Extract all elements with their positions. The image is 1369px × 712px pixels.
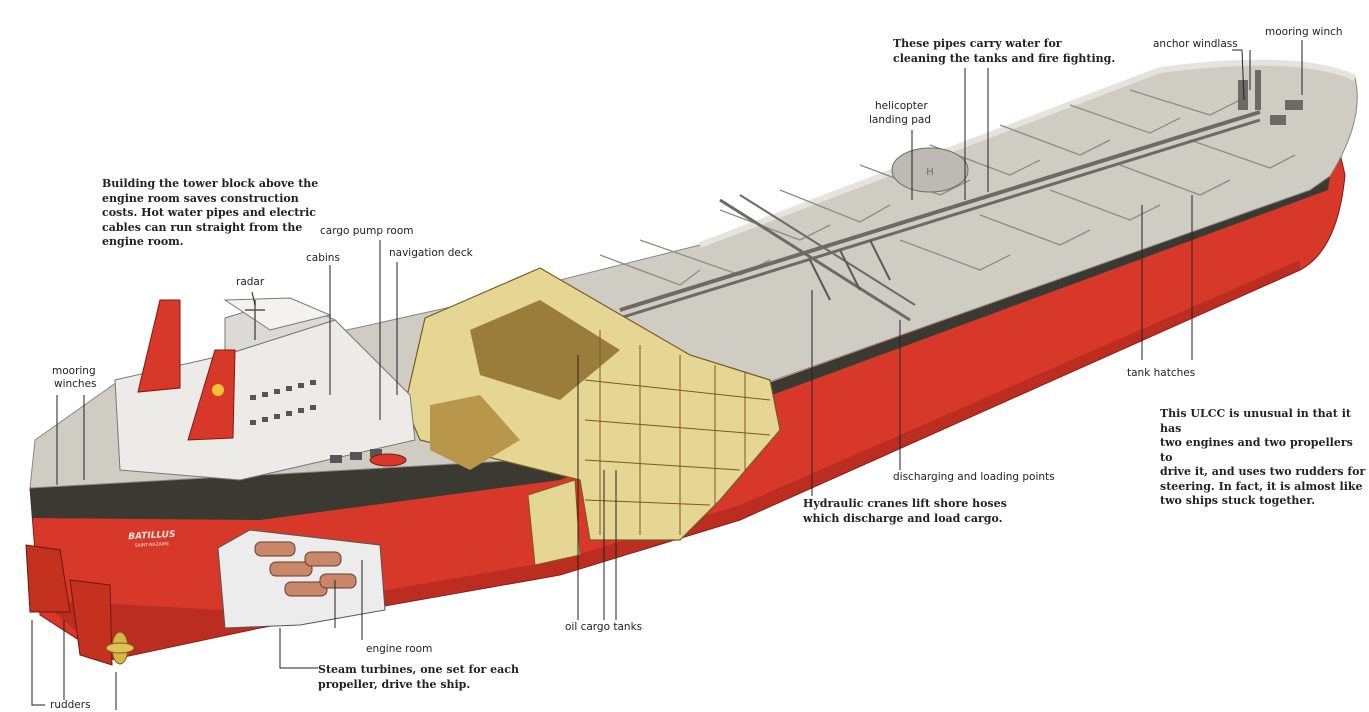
label-mooring-winch: mooring winch bbox=[1265, 26, 1343, 38]
funnel-emblem bbox=[212, 384, 224, 396]
hull-subtitle: SAINT-NAZAIRE bbox=[135, 541, 170, 549]
deck-edge bbox=[698, 59, 1357, 248]
label-cabins: cabins bbox=[306, 252, 340, 264]
label-engine-room: engine room bbox=[366, 643, 433, 655]
steam-turbines bbox=[254, 541, 357, 597]
hydraulic-crane bbox=[809, 239, 891, 301]
stern-rudder bbox=[25, 544, 71, 613]
deck-pipes bbox=[619, 110, 1261, 322]
lifeboat bbox=[369, 453, 407, 467]
hull-name: BATILLUS bbox=[128, 530, 176, 542]
helicopter-pad: H bbox=[891, 147, 969, 193]
hull-tank-window bbox=[527, 479, 581, 566]
stern-rudder-2 bbox=[69, 579, 113, 666]
label-rudders: rudders bbox=[50, 699, 91, 711]
label-oil-cargo-tanks: oil cargo tanks bbox=[565, 621, 643, 633]
cargo-tank-shadow-2 bbox=[430, 395, 520, 470]
hull-shadow bbox=[40, 260, 1300, 660]
funnel-1 bbox=[137, 299, 181, 393]
superstructure-windows bbox=[250, 380, 382, 463]
label-radar: radar bbox=[236, 276, 265, 288]
propeller bbox=[105, 631, 135, 665]
label-tank-hatches: tank hatches bbox=[1127, 367, 1196, 379]
deck-band bbox=[30, 176, 1330, 520]
label-mooring-winches-line2: winches bbox=[54, 378, 97, 390]
label-navigation-deck: navigation deck bbox=[389, 247, 473, 259]
label-cargo-pump-room: cargo pump room bbox=[320, 225, 414, 237]
label-discharging-loading: discharging and loading points bbox=[893, 471, 1055, 483]
label-helicopter-pad-line1: helicopter bbox=[875, 100, 928, 112]
label-mooring-winches-line1: mooring bbox=[52, 365, 96, 377]
radar-mast bbox=[245, 300, 265, 340]
bow-fittings bbox=[1238, 70, 1303, 125]
label-helicopter-pad-line2: landing pad bbox=[869, 114, 932, 126]
note-ulcc: This ULCC is unusual in that it has two … bbox=[1160, 407, 1366, 507]
cargo-tank-shadow bbox=[470, 300, 620, 400]
tank-frames bbox=[584, 330, 771, 535]
tank-hatch-markings bbox=[599, 89, 1296, 286]
funnel-2 bbox=[187, 349, 236, 441]
engine-room-cutaway bbox=[217, 529, 386, 629]
note-steam-turbines: Steam turbines, one set for each propell… bbox=[318, 663, 519, 691]
svg-text:H: H bbox=[926, 167, 934, 178]
leader-lines bbox=[31, 40, 1303, 710]
note-pipes: These pipes carry water for cleaning the… bbox=[893, 37, 1116, 65]
label-anchor-windlass: anchor windlass bbox=[1153, 38, 1238, 50]
note-hydraulic-cranes: Hydraulic cranes lift shore hoses which … bbox=[803, 497, 1007, 525]
note-tower-block: Building the tower block above the engin… bbox=[102, 177, 319, 248]
